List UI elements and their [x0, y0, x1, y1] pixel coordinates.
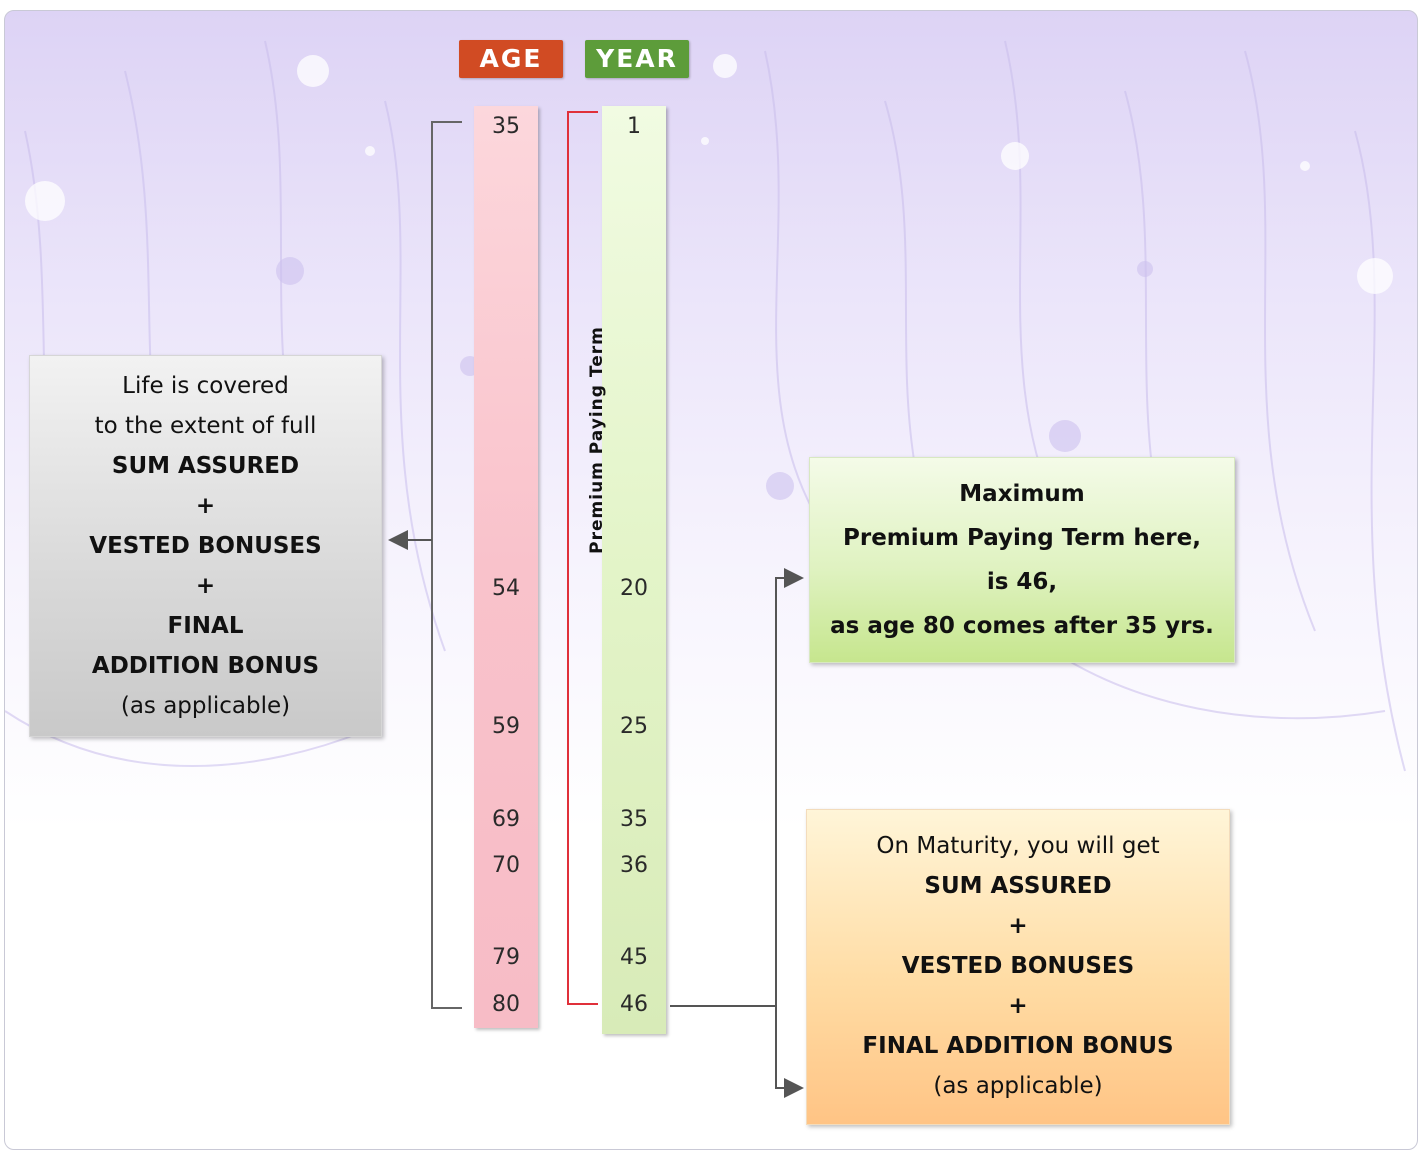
age-value: 69: [492, 807, 520, 832]
age-value: 70: [492, 853, 520, 878]
maturity-line: On Maturity, you will get: [876, 833, 1160, 859]
age-value: 79: [492, 945, 520, 970]
life-cover-line: to the extent of full: [94, 413, 317, 439]
year-header: YEAR: [585, 40, 689, 78]
max-term-line: Maximum: [959, 481, 1085, 507]
life-cover-line: FINAL: [167, 613, 244, 639]
life-cover-box: Life is covered to the extent of full SU…: [29, 355, 382, 737]
age-column: [474, 106, 538, 1028]
max-term-line: is 46,: [986, 569, 1058, 595]
life-cover-line: +: [195, 573, 216, 599]
life-cover-line: SUM ASSURED: [111, 453, 300, 479]
year-value: 1: [627, 114, 641, 139]
age-header: AGE: [459, 40, 563, 78]
life-cover-line: (as applicable): [120, 693, 291, 719]
life-cover-line: Life is covered: [122, 373, 289, 399]
maturity-line: SUM ASSURED: [924, 873, 1112, 899]
age-value: 54: [492, 576, 520, 601]
life-cover-line: ADDITION BONUS: [91, 653, 320, 679]
age-value: 59: [492, 714, 520, 739]
max-term-line: Premium Paying Term here,: [843, 525, 1201, 551]
year-value: 45: [620, 945, 648, 970]
maturity-line: VESTED BONUSES: [901, 953, 1135, 979]
life-cover-line: +: [195, 493, 216, 519]
year-column: [602, 106, 666, 1034]
max-premium-term-box: Maximum Premium Paying Term here, is 46,…: [809, 457, 1235, 663]
premium-paying-term-label: Premium Paying Term: [587, 326, 607, 554]
maturity-line: (as applicable): [933, 1073, 1103, 1099]
maturity-line: +: [1008, 913, 1028, 939]
life-cover-line: VESTED BONUSES: [89, 533, 322, 559]
year-value: 35: [620, 807, 648, 832]
year-value: 20: [620, 576, 648, 601]
year-value: 46: [620, 992, 648, 1017]
maturity-line: +: [1008, 993, 1028, 1019]
max-term-line: as age 80 comes after 35 yrs.: [830, 613, 1214, 639]
maturity-benefit-box: On Maturity, you will get SUM ASSURED + …: [806, 809, 1230, 1125]
age-value: 35: [492, 114, 520, 139]
age-value: 80: [492, 992, 520, 1017]
maturity-line: FINAL ADDITION BONUS: [862, 1033, 1174, 1059]
year-value: 36: [620, 853, 648, 878]
year-value: 25: [620, 714, 648, 739]
